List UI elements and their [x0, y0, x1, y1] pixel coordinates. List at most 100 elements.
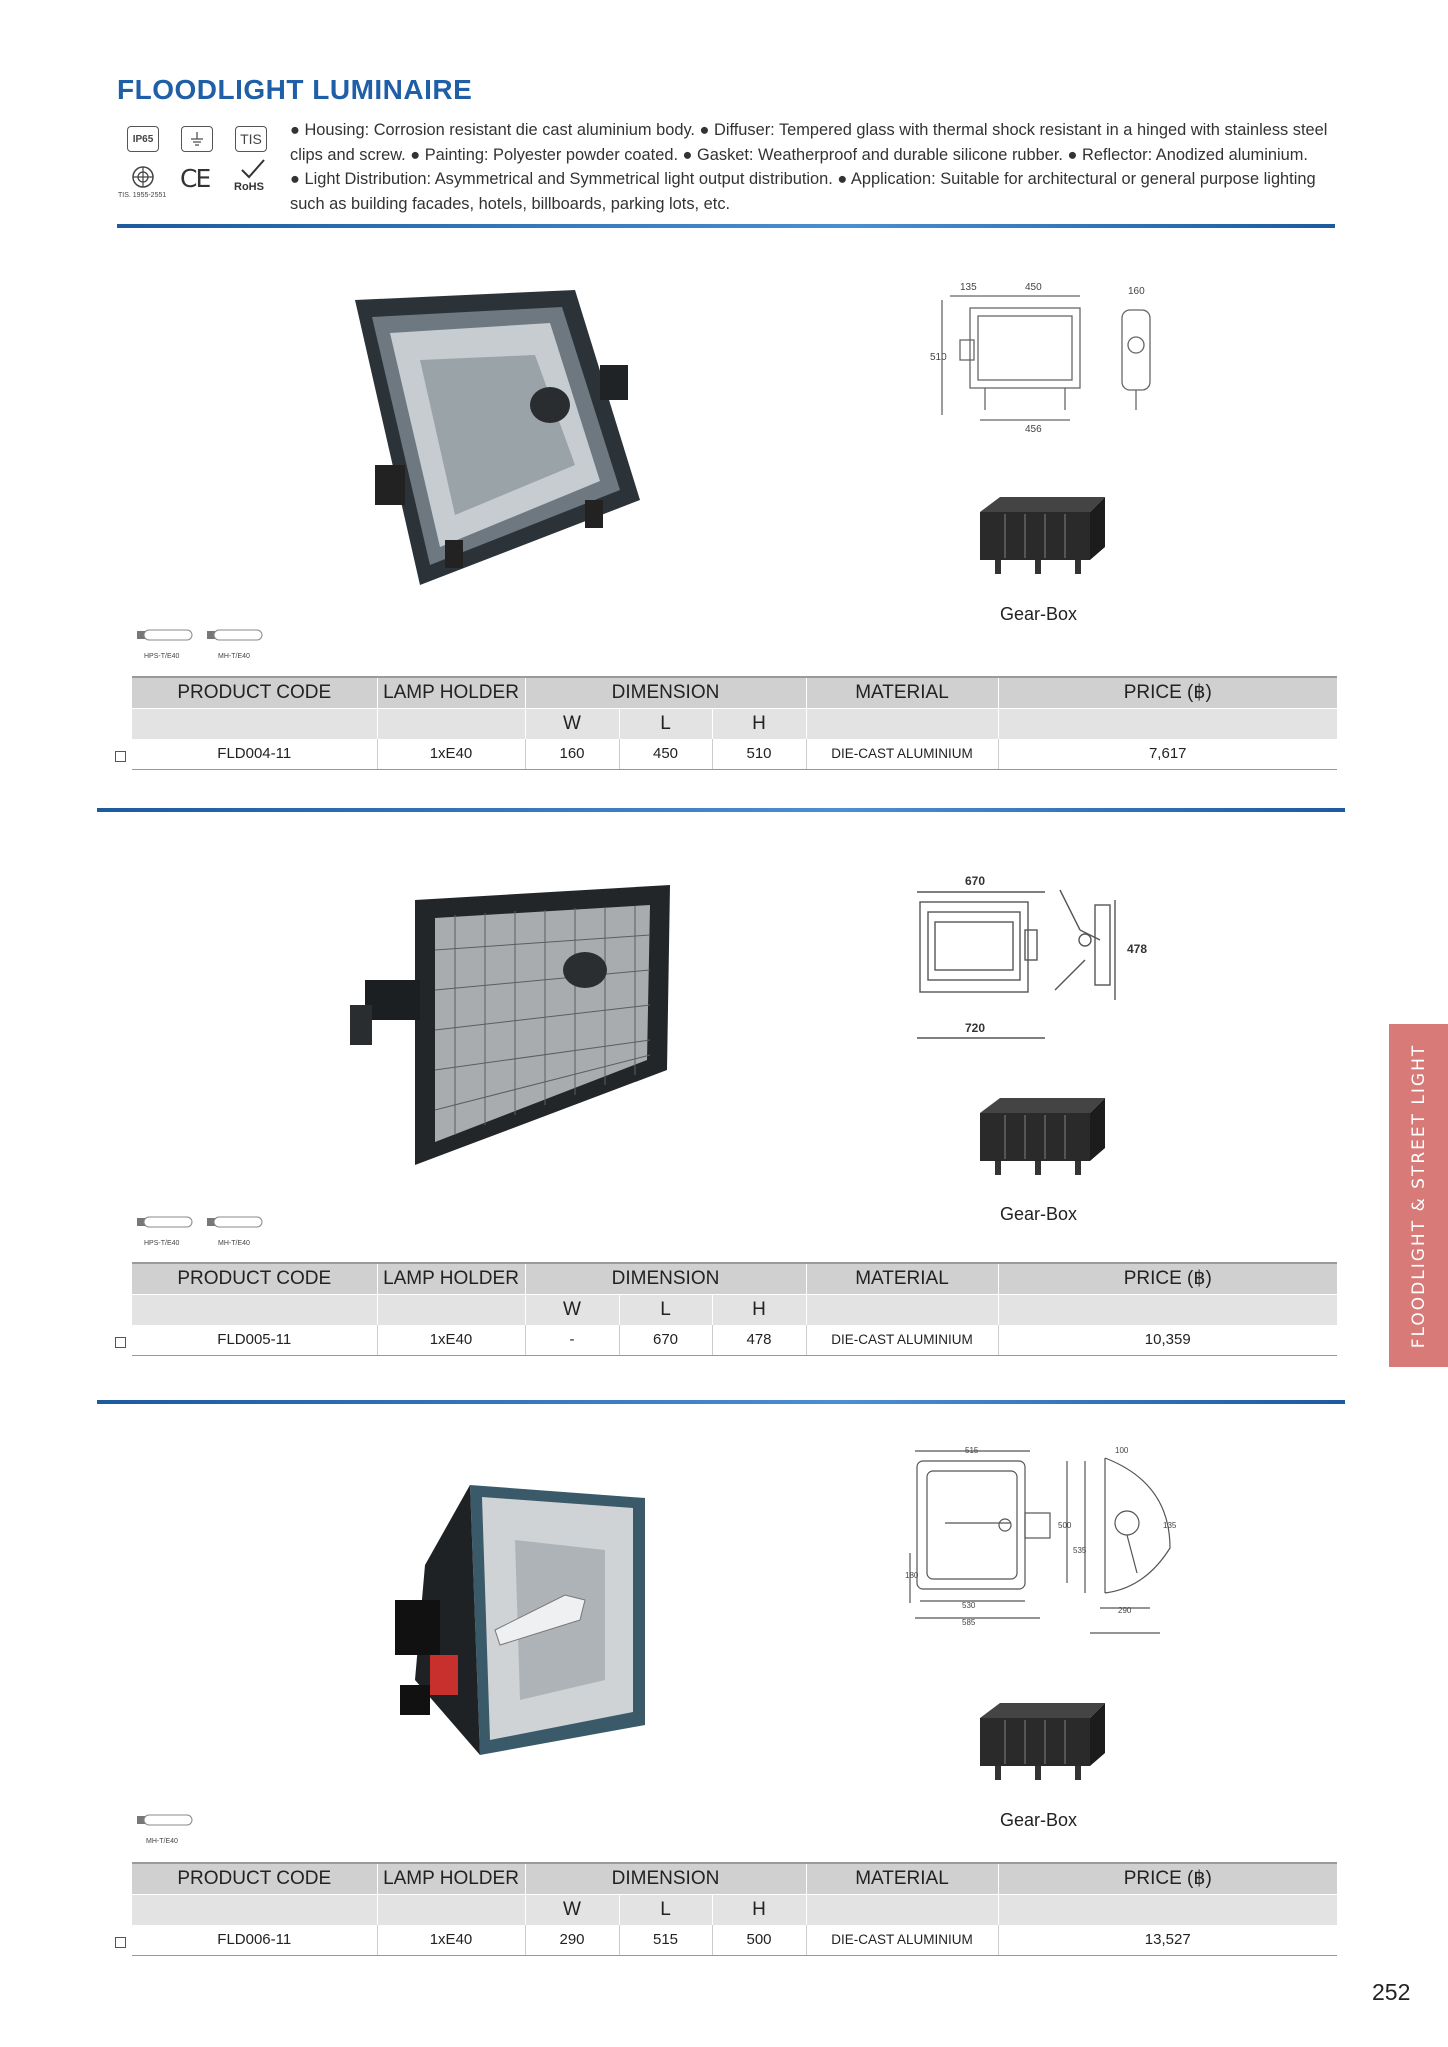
- dimension-drawing-fld004: 135 450 160 510 456: [930, 282, 1151, 435]
- header-price: PRICE (฿): [997, 676, 1337, 708]
- header-dimension: DIMENSION: [524, 1862, 806, 1894]
- tis-seal-icon: [131, 165, 155, 194]
- dim-label: 135: [1163, 1521, 1177, 1530]
- header-dimension: DIMENSION: [524, 676, 806, 708]
- header-material: MATERIAL: [805, 1862, 998, 1894]
- material: DIE-CAST ALUMINIUM: [805, 1925, 998, 1956]
- gear-box-image: [980, 1098, 1105, 1175]
- header-divider: [117, 224, 1335, 228]
- header-price: PRICE (฿): [997, 1262, 1337, 1294]
- page-number: 252: [1372, 1979, 1411, 2005]
- tis-number: TIS. 1955-2551: [118, 192, 167, 199]
- product-description: ● Housing: Corrosion resistant die cast …: [290, 118, 1342, 216]
- rohs-check-icon: [239, 158, 267, 185]
- material: DIE-CAST ALUMINIUM: [805, 739, 998, 770]
- dim-label: 450: [1025, 282, 1042, 293]
- header-material: MATERIAL: [805, 676, 998, 708]
- header-w: W: [524, 1893, 619, 1925]
- select-checkbox-fld005[interactable]: [115, 1337, 126, 1348]
- section-divider: [97, 808, 1345, 812]
- spec-table-fld006: PRODUCT CODE LAMP HOLDER DIMENSION MATER…: [132, 1862, 1337, 1956]
- lamp-holder: 1xE40: [376, 739, 525, 770]
- header-lamp-holder: LAMP HOLDER: [376, 1262, 525, 1294]
- header-l: L: [618, 1293, 712, 1325]
- header-h: H: [711, 1893, 806, 1925]
- dimension-h: 478: [711, 1325, 806, 1356]
- header-lamp-holder: LAMP HOLDER: [376, 676, 525, 708]
- gear-box-label: Gear-Box: [1000, 1204, 1078, 1224]
- certification-logos: IP65 TIS TIS. 1955-2551 CE RoHS: [117, 124, 277, 206]
- lamp-type-label: MH-T/E40: [218, 1240, 250, 1247]
- dimension-w: 290: [524, 1925, 619, 1956]
- dimension-w: -: [524, 1325, 619, 1356]
- ce-mark: CE: [180, 164, 211, 193]
- floodlight-photo-fld006: [395, 1485, 645, 1755]
- header-product-code: PRODUCT CODE: [132, 1862, 377, 1894]
- spec-table-fld004: PRODUCT CODE LAMP HOLDER DIMENSION MATER…: [132, 676, 1337, 770]
- dim-label: 478: [1127, 942, 1147, 956]
- dimension-l: 670: [618, 1325, 712, 1356]
- lamp-icon-mh: [137, 1814, 193, 1826]
- header-dimension: DIMENSION: [524, 1262, 806, 1294]
- dimension-l: 450: [618, 739, 712, 770]
- floodlight-photo-fld004: [355, 290, 640, 585]
- table-row: FLD004-11 1xE40 160 450 510 DIE-CAST ALU…: [132, 739, 1337, 770]
- rohs-label: RoHS: [234, 181, 264, 193]
- dim-label: 585: [962, 1618, 976, 1627]
- dimension-l: 515: [618, 1925, 712, 1956]
- gear-box-label: Gear-Box: [1000, 1810, 1078, 1830]
- spec-table-fld005: PRODUCT CODE LAMP HOLDER DIMENSION MATER…: [132, 1262, 1337, 1356]
- description-line: clips and screw. ● Painting: Polyester p…: [290, 145, 1308, 164]
- ground-icon: [181, 126, 213, 152]
- material: DIE-CAST ALUMINIUM: [805, 1325, 998, 1356]
- dimension-h: 500: [711, 1925, 806, 1956]
- header-product-code: PRODUCT CODE: [132, 1262, 377, 1294]
- lamp-icon-mh: [207, 1216, 263, 1228]
- price: 7,617: [997, 739, 1337, 770]
- header-w: W: [524, 707, 619, 739]
- ip65-badge: IP65: [127, 126, 159, 152]
- lamp-type-label: MH-T/E40: [146, 1838, 178, 1845]
- gear-box-label: Gear-Box: [1000, 604, 1078, 624]
- price: 13,527: [997, 1925, 1337, 1956]
- dimension-drawing-fld005: 670 478 720: [917, 874, 1147, 1039]
- dim-label: 530: [962, 1601, 976, 1610]
- header-w: W: [524, 1293, 619, 1325]
- page-title: FLOODLIGHT LUMINAIRE: [117, 74, 473, 105]
- side-tab-label: FLOODLIGHT & STREET LIGHT: [1408, 1043, 1429, 1348]
- section-divider: [97, 1400, 1345, 1404]
- header-price: PRICE (฿): [997, 1862, 1337, 1894]
- dim-label: 160: [1128, 286, 1145, 297]
- dim-label: 535: [1073, 1546, 1087, 1555]
- lamp-type-label: MH-T/E40: [218, 653, 250, 660]
- table-row: FLD006-11 1xE40 290 515 500 DIE-CAST ALU…: [132, 1925, 1337, 1956]
- dim-label: 290: [1118, 1606, 1132, 1615]
- dim-label: 720: [965, 1021, 985, 1035]
- header-h: H: [711, 1293, 806, 1325]
- product-code: FLD006-11: [132, 1925, 377, 1956]
- dim-label: 100: [1115, 1446, 1129, 1455]
- price: 10,359: [997, 1325, 1337, 1356]
- header-product-code: PRODUCT CODE: [132, 676, 377, 708]
- dim-label: 456: [1025, 424, 1042, 435]
- description-line: ● Light Distribution: Asymmetrical and S…: [290, 170, 1316, 188]
- dimension-w: 160: [524, 739, 619, 770]
- lamp-icon-mh: [207, 629, 263, 641]
- floodlight-photo-fld005: [350, 885, 670, 1165]
- product-code: FLD005-11: [132, 1325, 377, 1356]
- section-side-tab: FLOODLIGHT & STREET LIGHT: [1389, 1024, 1448, 1367]
- description-line: such as building facades, hotels, billbo…: [290, 194, 731, 213]
- tis-badge: TIS: [235, 126, 267, 152]
- header-h: H: [711, 707, 806, 739]
- gear-box-image: [980, 497, 1105, 574]
- dimension-h: 510: [711, 739, 806, 770]
- lamp-icon-hps: [137, 1216, 193, 1228]
- lamp-type-label: HPS-T/E40: [144, 1240, 180, 1247]
- description-line: ● Housing: Corrosion resistant die cast …: [290, 121, 1328, 139]
- table-row: FLD005-11 1xE40 - 670 478 DIE-CAST ALUMI…: [132, 1325, 1337, 1356]
- select-checkbox-fld006[interactable]: [115, 1937, 126, 1948]
- dim-label: 670: [965, 874, 985, 888]
- select-checkbox-fld004[interactable]: [115, 751, 126, 762]
- header-lamp-holder: LAMP HOLDER: [376, 1862, 525, 1894]
- header-material: MATERIAL: [805, 1262, 998, 1294]
